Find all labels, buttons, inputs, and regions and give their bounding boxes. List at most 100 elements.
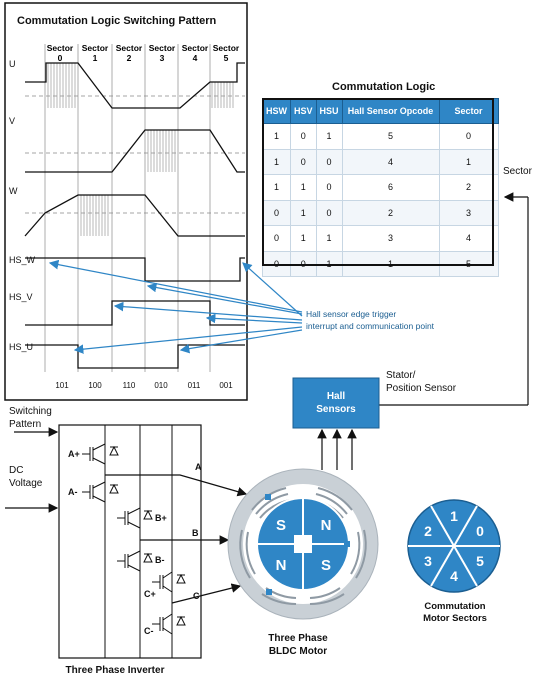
table-cell: 1	[262, 174, 291, 201]
midlines	[25, 95, 245, 214]
motor-label-line1: Three Phase	[268, 633, 328, 644]
pwm-w	[80, 195, 109, 236]
table-cell: 1	[341, 250, 440, 277]
sector-number: 3	[160, 53, 165, 63]
hall-code: 100	[88, 381, 102, 390]
waveform-w	[24, 194, 245, 237]
table-cell: 0	[290, 123, 317, 150]
waveform-hs-v	[25, 300, 245, 326]
wheel-sector-label: 4	[450, 568, 458, 584]
col-sector: Sector	[438, 98, 499, 124]
switch-label-b-minus: B-	[155, 555, 165, 565]
phase-a-wire	[105, 474, 248, 497]
switch-label-a-plus: A+	[68, 449, 80, 459]
signal-label-hs-v: HS_V	[9, 292, 33, 302]
transistor-b-minus	[117, 550, 153, 572]
inverter-frame	[58, 424, 202, 659]
wheel-sector-label: 1	[450, 508, 458, 524]
table-cell: 0	[290, 148, 317, 175]
signal-label-w: W	[9, 186, 18, 196]
hall-code: 110	[123, 381, 136, 390]
hall-sensor-markers	[265, 494, 350, 595]
table-cell: 0	[262, 199, 291, 226]
table-cell: 1	[315, 250, 343, 277]
pole-label: N	[321, 517, 332, 534]
signal-label-hs-w: HS_W	[9, 255, 36, 265]
col-opcode: Hall Sensor Opcode	[341, 98, 440, 124]
table-cell: 0	[262, 225, 291, 252]
table-cell: 4	[438, 225, 499, 252]
wheel-sector-label: 5	[476, 553, 484, 569]
sector-output-label: Sector	[503, 166, 533, 177]
wheel-sector-label: 0	[476, 523, 484, 539]
transistors	[82, 443, 186, 635]
phase-wires	[105, 474, 248, 604]
switch-labels: A+ A- B+ B- C+ C-	[68, 449, 167, 636]
pwm-u-b	[211, 82, 234, 108]
table-cell: 5	[438, 250, 499, 277]
sector-label: Sector	[82, 43, 109, 53]
table-cell: 0	[290, 250, 317, 277]
table-cell: 1	[315, 123, 343, 150]
sector-label: Sector	[47, 43, 74, 53]
switch-label-c-minus: C-	[144, 626, 154, 636]
table-cell: 0	[315, 148, 343, 175]
wheel-sector-label: 3	[424, 553, 432, 569]
phase-label-b: B	[192, 528, 199, 538]
table-cell: 5	[341, 123, 440, 150]
sector-label: Sector	[213, 43, 240, 53]
table-cell: 1	[262, 123, 291, 150]
sector-number: 2	[127, 53, 132, 63]
rotor-dividers	[257, 498, 349, 590]
stator-label-line2: Position Sensor	[386, 383, 457, 394]
phase-label-c: C	[193, 591, 200, 601]
signal-label-hs-u: HS_U	[9, 342, 33, 352]
table-cell: 1	[290, 199, 317, 226]
table-cell: 1	[262, 148, 291, 175]
pwm-u-a	[47, 63, 76, 108]
table-cell: 1	[315, 225, 343, 252]
hall-code: 010	[154, 381, 168, 390]
table-cell: 1	[438, 148, 499, 175]
table-cell: 2	[341, 199, 440, 226]
pole-label: N	[276, 557, 287, 574]
hall-code: 011	[188, 381, 201, 390]
sector-wheel: 1 0 5 4 3 2	[407, 499, 501, 593]
table-header-row: HSW HSV HSU Hall Sensor Opcode Sector	[262, 98, 499, 124]
sector-label: Sector	[116, 43, 143, 53]
pole-label: S	[321, 557, 331, 574]
sector-wheel-labels: 1 0 5 4 3 2	[424, 508, 484, 584]
waveform-title: Commutation Logic Switching Pattern	[17, 15, 217, 27]
col-hsv: HSV	[290, 98, 317, 124]
hall-inputs	[317, 428, 357, 470]
bldc-motor: S N N S	[227, 468, 379, 620]
hall-codes: 101 100 110 010 011 001	[55, 381, 233, 390]
pole-label: S	[276, 517, 286, 534]
sector-wheel-dividers	[408, 505, 500, 587]
pwm-v	[147, 130, 176, 172]
switch-label-b-plus: B+	[155, 513, 167, 523]
sector-wheel-label-line2: Motor Sectors	[423, 613, 487, 624]
table-cell: 0	[315, 174, 343, 201]
annotation-line2: interrupt and communication point	[306, 321, 435, 331]
rotor-shaft	[294, 535, 312, 553]
sector-number: 1	[93, 53, 98, 63]
transistor-c-plus	[152, 571, 186, 593]
sector-number: 4	[193, 53, 198, 63]
col-hsu: HSU	[315, 98, 343, 124]
sector-header: Sector 0 Sector 1 Sector 2 Sector 3 Sect…	[47, 43, 240, 63]
table-cell: 2	[438, 174, 499, 201]
motor-label-line2: BLDC Motor	[269, 646, 327, 657]
table-cell: 6	[341, 174, 440, 201]
rotor-poles: S N N S	[276, 517, 332, 574]
sector-label: Sector	[149, 43, 176, 53]
signal-label-u: U	[9, 59, 16, 69]
sector-number: 0	[58, 53, 63, 63]
